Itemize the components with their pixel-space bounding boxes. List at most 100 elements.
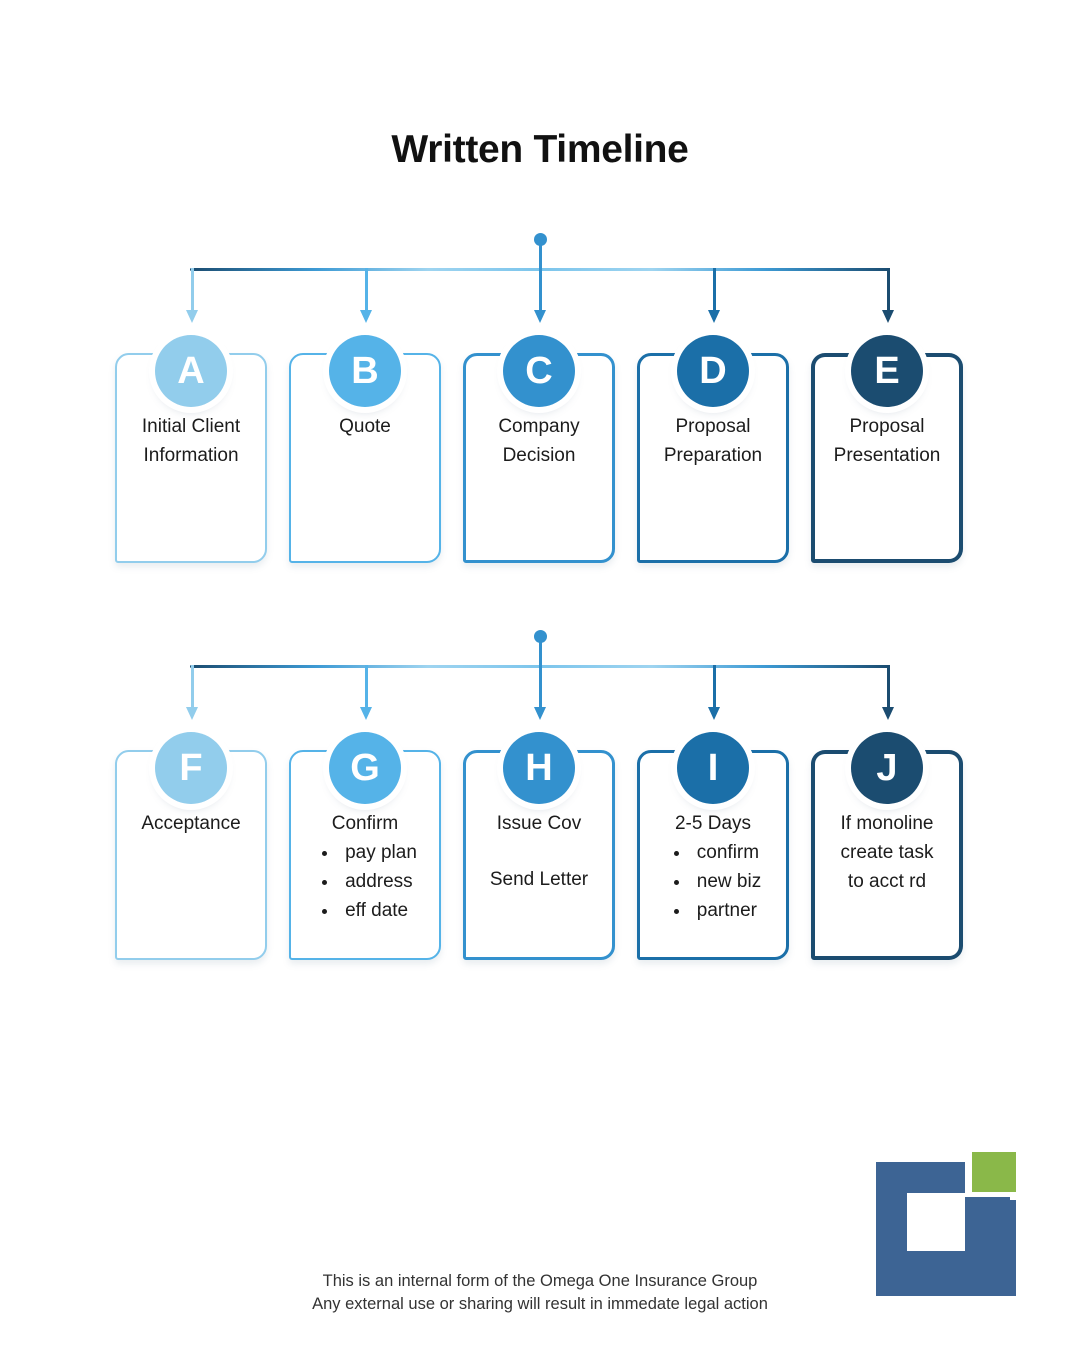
card-line-2: Presentation [833,444,941,466]
step-card-f[interactable]: F Acceptance [115,732,267,960]
branch-arrow-d [708,268,720,323]
card-bullet-list: confirm new biz partner [665,839,761,926]
arrow-down-icon [360,707,372,720]
timeline-row-two: F Acceptance G Confirm pay plan address … [110,627,970,972]
step-badge-a: A [155,335,227,407]
company-logo-icon [876,1152,1020,1296]
card-line-2: Decision [502,444,576,466]
step-letter: I [707,747,719,789]
branch-shaft [191,268,194,312]
list-item: partner [691,897,761,926]
logo-white-notch [907,1193,965,1251]
branch-arrow-i [708,665,720,720]
connector-row-two [110,627,970,732]
step-card-j[interactable]: J If monoline create task to acct rd [811,732,963,960]
step-cards-row-one: A Initial Client Information B Quote [110,335,970,575]
arrow-down-icon [186,707,198,720]
branch-shaft [887,665,890,709]
card-text-c: Company Decision [469,413,609,471]
card-line-1: Confirm [331,813,399,834]
branch-shaft [887,268,890,312]
step-letter: H [525,747,553,789]
card-text-h: Issue Cov Send Letter [469,810,609,895]
card-text-i: 2-5 Days confirm new biz partner [643,810,783,926]
branch-arrow-e [882,268,894,323]
step-badge-e: E [851,335,923,407]
card-line-1: Initial Client [141,416,241,437]
card-line-1: Issue Cov [496,813,582,834]
logo-green-square [972,1152,1016,1192]
card-line-1: If monoline [840,813,934,834]
branch-arrow-a [186,268,198,323]
card-frame [289,353,441,563]
card-line-1: Company [498,416,580,437]
arrow-down-icon [708,707,720,720]
arrow-down-icon [534,707,546,720]
branch-arrow-c [534,268,546,323]
card-line-1: Proposal [675,416,751,437]
branch-shaft [365,268,368,312]
card-line-1: Proposal [849,416,925,437]
branch-arrow-h [534,665,546,720]
page-title: Written Timeline [391,128,689,171]
card-line-gap [469,839,609,866]
logo-blue-bar [972,1200,1016,1296]
branch-arrow-b [360,268,372,323]
arrow-down-icon [360,310,372,323]
list-item: pay plan [339,839,417,868]
step-letter: B [351,350,379,392]
step-badge-c: C [503,335,575,407]
branch-shaft [713,665,716,709]
card-text-d: Proposal Preparation [643,413,783,471]
step-badge-g: G [329,732,401,804]
card-line-2: Send Letter [489,868,589,890]
step-letter: J [876,747,898,789]
step-card-d[interactable]: D Proposal Preparation [637,335,789,563]
step-letter: E [874,350,900,392]
arrow-down-icon [882,707,894,720]
card-line-1: Quote [339,416,391,437]
step-badge-j: J [851,732,923,804]
arrow-down-icon [186,310,198,323]
connector-row-one [110,230,970,335]
card-frame [811,750,963,960]
step-card-i[interactable]: I 2-5 Days confirm new biz partner [637,732,789,960]
step-card-a[interactable]: A Initial Client Information [115,335,267,563]
step-card-e[interactable]: E Proposal Presentation [811,335,963,563]
footer-line-1: This is an internal form of the Omega On… [322,1272,758,1290]
card-text-f: Acceptance [121,810,261,839]
step-card-c[interactable]: C Company Decision [463,335,615,563]
card-text-b: Quote [295,413,435,442]
step-card-b[interactable]: B Quote [289,335,441,563]
arrow-down-icon [882,310,894,323]
list-item: new biz [691,868,761,897]
card-line-1: Acceptance [141,813,241,834]
arrow-down-icon [534,310,546,323]
card-text-a: Initial Client Information [121,413,261,471]
card-text-e: Proposal Presentation [817,413,957,471]
step-card-g[interactable]: G Confirm pay plan address eff date [289,732,441,960]
card-line-2: create task [840,841,934,863]
step-letter: G [350,747,380,789]
step-badge-i: I [677,732,749,804]
step-badge-b: B [329,335,401,407]
footer-disclaimer: This is an internal form of the Omega On… [0,1270,1080,1317]
list-item: confirm [691,839,761,868]
card-line-2: Information [143,444,239,466]
step-letter: D [699,350,727,392]
branch-arrow-g [360,665,372,720]
step-badge-d: D [677,335,749,407]
step-letter: A [177,350,205,392]
step-card-h[interactable]: H Issue Cov Send Letter [463,732,615,960]
card-line-1: 2-5 Days [674,813,752,834]
step-badge-h: H [503,732,575,804]
connector-stem [539,635,542,669]
branch-arrow-f [186,665,198,720]
step-letter: C [525,350,553,392]
card-bullet-list: pay plan address eff date [313,839,417,926]
branch-shaft [539,665,542,709]
card-line-3: to acct rd [847,870,927,892]
step-cards-row-two: F Acceptance G Confirm pay plan address … [110,732,970,972]
branch-shaft [191,665,194,709]
